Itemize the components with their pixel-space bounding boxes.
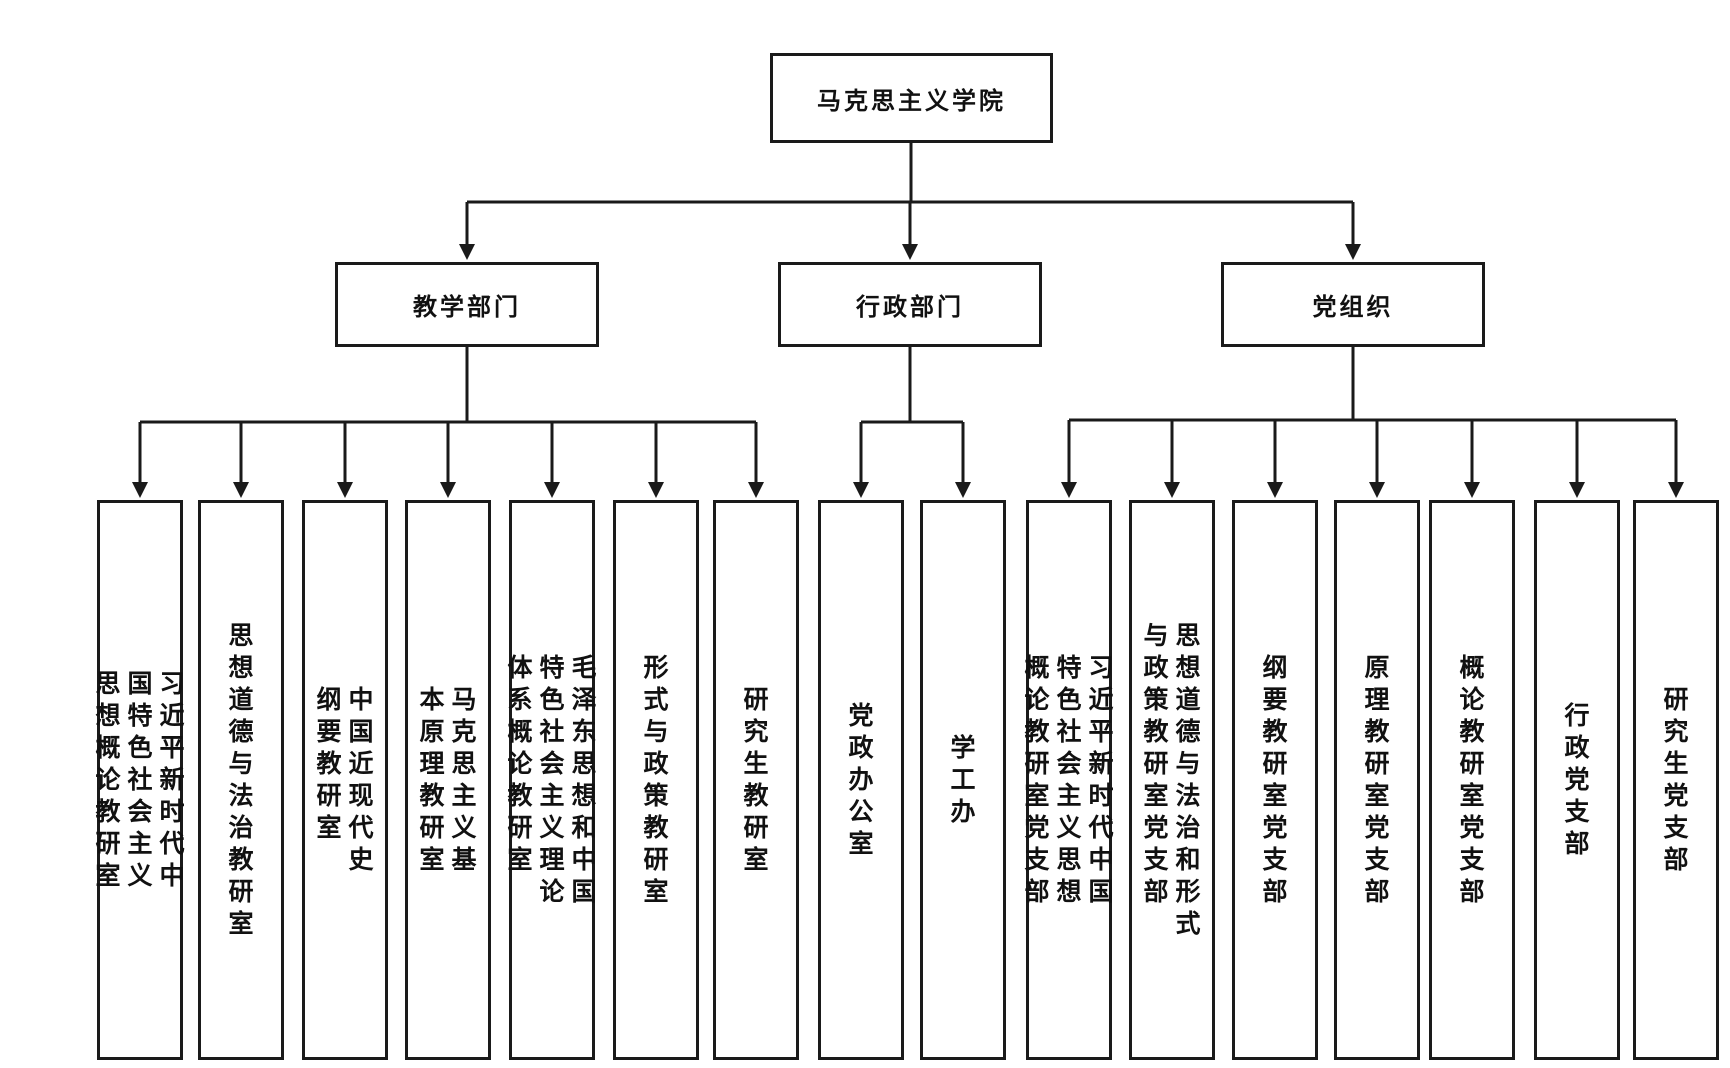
arrow-head (1464, 482, 1480, 498)
unit-label: 党政办公室 (848, 701, 874, 858)
unit-node: 中国近现代史纲要教研室 (302, 500, 388, 1060)
unit-label: 毛泽东思想和中国特色社会主义理论体系概论教研室 (507, 653, 597, 906)
arrow-head (459, 244, 475, 260)
unit-node: 习近平新时代中国特色社会主义思想概论教研室党支部 (1024, 500, 1114, 1060)
unit-label: 学工办 (950, 733, 976, 826)
unit-node: 形式与政策教研室 (613, 500, 699, 1060)
arrow-head (902, 244, 918, 260)
arrow-head (1061, 482, 1077, 498)
dept-node-teaching: 教学部门 (335, 262, 599, 347)
arrow-head (132, 482, 148, 498)
dept-label: 教学部门 (413, 293, 521, 321)
arrow-head (544, 482, 560, 498)
unit-node: 马克思主义基本原理教研室 (405, 500, 491, 1060)
arrow-head (337, 482, 353, 498)
arrow-head (748, 482, 764, 498)
unit-label: 研究生教研室 (743, 685, 769, 874)
arrow-head (1569, 482, 1585, 498)
unit-node: 思想道德与法治和形式与政策教研室党支部 (1129, 500, 1215, 1060)
arrow-head (648, 482, 664, 498)
dept-label: 行政部门 (856, 293, 964, 321)
arrow-head (233, 482, 249, 498)
unit-node: 行政党支部 (1534, 500, 1620, 1060)
unit-label: 中国近现代史纲要教研室 (316, 685, 374, 874)
unit-node: 毛泽东思想和中国特色社会主义理论体系概论教研室 (507, 500, 597, 1060)
unit-label: 习近平新时代中国特色社会主义思想概论教研室 (95, 669, 185, 890)
root-label: 马克思主义学院 (817, 86, 1006, 115)
unit-label: 纲要教研室党支部 (1262, 653, 1288, 906)
unit-node: 思想道德与法治教研室 (198, 500, 284, 1060)
unit-label: 思想道德与法治和形式与政策教研室党支部 (1143, 621, 1201, 938)
arrow-head (1668, 482, 1684, 498)
dept-label: 党组织 (1312, 293, 1394, 321)
arrow-head (1267, 482, 1283, 498)
root-node: 马克思主义学院 (770, 53, 1053, 143)
unit-label: 习近平新时代中国特色社会主义思想概论教研室党支部 (1024, 653, 1114, 906)
unit-node: 纲要教研室党支部 (1232, 500, 1318, 1060)
unit-label: 马克思主义基本原理教研室 (419, 685, 477, 874)
arrow-head (955, 482, 971, 498)
arrow-head (853, 482, 869, 498)
unit-label: 研究生党支部 (1663, 685, 1689, 874)
unit-node: 党政办公室 (818, 500, 904, 1060)
unit-node: 研究生党支部 (1633, 500, 1719, 1060)
unit-label: 行政党支部 (1564, 701, 1590, 858)
unit-node: 习近平新时代中国特色社会主义思想概论教研室 (95, 500, 185, 1060)
unit-node: 研究生教研室 (713, 500, 799, 1060)
arrow-head (440, 482, 456, 498)
unit-label: 思想道德与法治教研室 (228, 621, 254, 938)
unit-node: 概论教研室党支部 (1429, 500, 1515, 1060)
unit-node: 学工办 (920, 500, 1006, 1060)
unit-node: 原理教研室党支部 (1334, 500, 1420, 1060)
dept-node-party: 党组织 (1221, 262, 1485, 347)
unit-label: 形式与政策教研室 (643, 653, 669, 906)
unit-label: 原理教研室党支部 (1364, 653, 1390, 906)
unit-label: 概论教研室党支部 (1459, 653, 1485, 906)
arrow-head (1164, 482, 1180, 498)
arrow-head (1369, 482, 1385, 498)
arrow-head (1345, 244, 1361, 260)
dept-node-admin: 行政部门 (778, 262, 1042, 347)
